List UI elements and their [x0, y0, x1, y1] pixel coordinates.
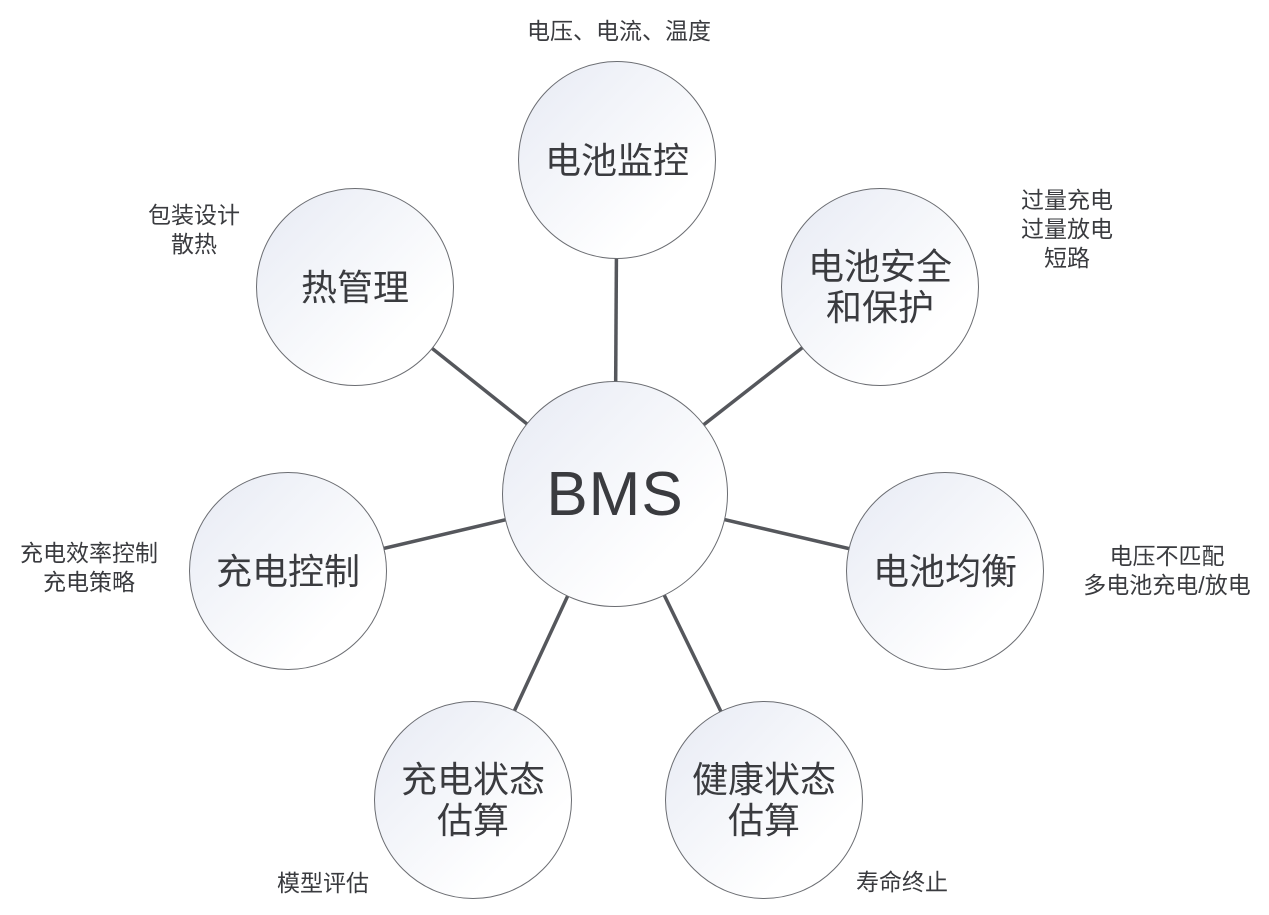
node-label-battery-safety-protection: 电池安全 和保护 [807, 246, 952, 328]
annotation-charge-control: 充电效率控制 充电策略 [20, 540, 158, 595]
node-label-thermal-management: 热管理 [300, 266, 409, 308]
node-charge-control: 充电控制 [189, 472, 387, 670]
node-thermal-management: 热管理 [256, 188, 454, 386]
node-label-battery-monitoring: 电池监控 [544, 139, 689, 181]
node-battery-balancing: 电池均衡 [846, 472, 1044, 670]
annotation-battery-monitoring: 电压、电流、温度 [527, 18, 711, 44]
node-label-charge-control: 充电控制 [215, 550, 360, 592]
node-health-state-estimation: 健康状态 估算 [665, 701, 863, 899]
node-label-battery-balancing: 电池均衡 [872, 550, 1017, 592]
node-battery-monitoring: 电池监控 [518, 61, 716, 259]
node-label-charge-state-estimation: 充电状态 估算 [400, 759, 545, 841]
node-label-health-state-estimation: 健康状态 估算 [691, 759, 836, 841]
annotation-battery-safety-protection: 过量充电 过量放电 短路 [1021, 187, 1113, 271]
annotation-battery-balancing: 电压不匹配 多电池充电/放电 [1083, 543, 1251, 598]
node-label-bms: BMS [546, 459, 684, 529]
annotation-thermal-management: 包装设计 散热 [148, 202, 240, 257]
annotation-health-state-estimation: 寿命终止 [856, 869, 948, 895]
node-charge-state-estimation: 充电状态 估算 [374, 701, 572, 899]
node-battery-safety-protection: 电池安全 和保护 [781, 188, 979, 386]
node-bms-center: BMS [502, 381, 728, 607]
annotation-charge-state-estimation: 模型评估 [277, 870, 369, 896]
